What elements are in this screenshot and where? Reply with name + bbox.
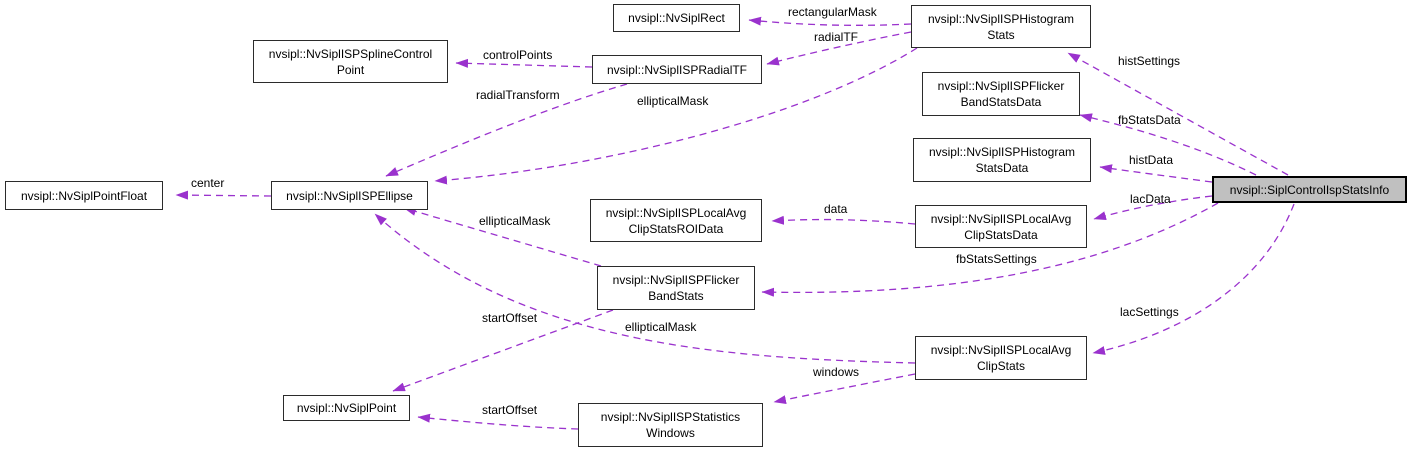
edge-radialTF <box>766 31 912 66</box>
edge-histSettings <box>1067 52 1289 176</box>
edge-center <box>175 190 272 200</box>
edge-ellipticalMask-from-local-avg-clip-stats <box>374 213 916 364</box>
node-nvsipl-nvsiplrect[interactable]: nvsipl::NvSiplRect <box>613 4 740 32</box>
edge-label-rectangularMask: rectangularMask <box>788 5 877 19</box>
node-nvsipl-nvsiplispsplinecontrolpoint[interactable]: nvsipl::NvSiplISPSplineControl Point <box>253 40 448 83</box>
edge-lacData <box>1093 195 1213 221</box>
edge-label-fbStatsData: fbStatsData <box>1118 113 1181 127</box>
node-nvsipl-nvsiplispradialtf[interactable]: nvsipl::NvSiplISPRadialTF <box>592 55 762 84</box>
edge-label-center: center <box>191 176 225 190</box>
edge-startOffset-from-statistics-windows <box>417 413 579 430</box>
edge-ellipticalMask-from-histogram-stats <box>434 47 918 185</box>
node-nvsipl-nvsiplispflickerbandstats[interactable]: nvsipl::NvSiplISPFlicker BandStats <box>597 266 755 310</box>
node-nvsipl-nvsiplispstatisticswindows[interactable]: nvsipl::NvSiplISPStatistics Windows <box>578 403 763 447</box>
edge-label-histData: histData <box>1129 153 1174 167</box>
node-nvsipl-nvsiplpointfloat[interactable]: nvsipl::NvSiplPointFloat <box>5 181 163 210</box>
edge-label-fbStatsSettings: fbStatsSettings <box>956 252 1037 266</box>
edge-label-lacData: lacData <box>1130 192 1171 206</box>
edge-rectangularMask <box>748 16 912 26</box>
edge-controlPoints <box>455 58 593 68</box>
edge-label-ellipticalMask-hist: ellipticalMask <box>637 94 709 108</box>
edge-label-lacSettings: lacSettings <box>1120 305 1179 319</box>
node-nvsipl-nvsiplisplocalavgclipstatsroidata[interactable]: nvsipl::NvSiplISPLocalAvg ClipStatsROIDa… <box>590 199 762 242</box>
edge-label-histSettings: histSettings <box>1118 54 1181 68</box>
node-nvsipl-nvsiplisplocalavgclipstatsdata[interactable]: nvsipl::NvSiplISPLocalAvg ClipStatsData <box>915 205 1087 248</box>
edge-label-radialTransform: radialTransform <box>476 88 560 102</box>
edge-fbStatsData <box>1079 113 1257 176</box>
node-nvsipl-nvsiplpoint[interactable]: nvsipl::NvSiplPoint <box>283 395 410 421</box>
edge-startOffset-from-flicker-band-stats <box>392 309 614 392</box>
node-nvsipl-nvsiplisplocalavgclipstats[interactable]: nvsipl::NvSiplISPLocalAvg ClipStats <box>915 336 1087 380</box>
edge-label-data: data <box>824 202 848 216</box>
edge-histData <box>1099 164 1213 183</box>
edge-data <box>771 215 916 225</box>
edge-label-controlPoints: controlPoints <box>483 48 553 62</box>
node-nvsipl-nvsiplispflickerbandstatsdata[interactable]: nvsipl::NvSiplISPFlicker BandStatsData <box>922 72 1080 116</box>
edge-lacSettings <box>1092 203 1295 355</box>
node-nvsipl-siplcontrolispstatsinfo: nvsipl::SiplControlIspStatsInfo <box>1212 176 1407 203</box>
edge-label-startOffset-fbs: startOffset <box>482 311 538 325</box>
edge-label-radialTF: radialTF <box>814 30 859 44</box>
node-nvsipl-nvsiplisphistogramstats[interactable]: nvsipl::NvSiplISPHistogram Stats <box>911 5 1091 48</box>
edge-label-startOffset-windows: startOffset <box>482 403 538 417</box>
edge-label-windows: windows <box>813 365 860 379</box>
node-nvsipl-nvsiplisphistogramstatsdata[interactable]: nvsipl::NvSiplISPHistogram StatsData <box>913 138 1091 182</box>
edge-label-ellipticalMask-lac: ellipticalMask <box>625 320 697 334</box>
edge-windows <box>773 373 916 405</box>
edge-label-ellipticalMask-fbs: ellipticalMask <box>479 214 551 228</box>
node-nvsipl-nvsiplispellipse[interactable]: nvsipl::NvSiplISPEllipse <box>271 181 428 210</box>
edge-radialTransform <box>385 83 628 177</box>
edge-ellipticalMask-from-flicker-band-stats <box>403 207 602 267</box>
